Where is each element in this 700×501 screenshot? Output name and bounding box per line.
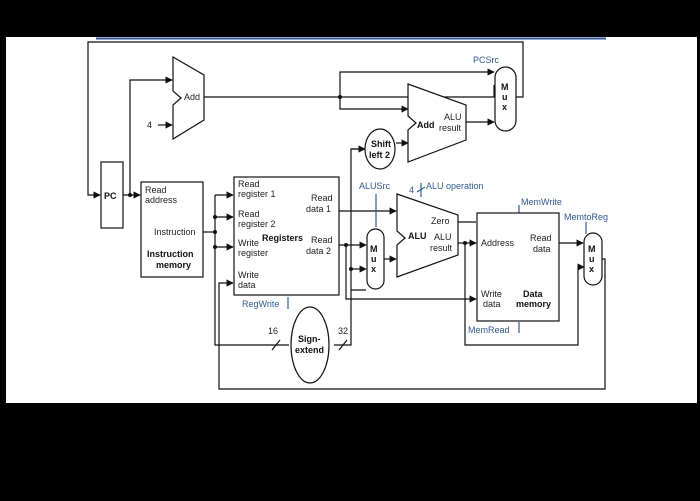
dm-title-1: Data: [523, 289, 544, 299]
im-instruction: Instruction: [154, 227, 196, 237]
memtoreg-label: MemtoReg: [564, 212, 608, 222]
dm-address: Address: [481, 238, 515, 248]
reg-rr1-a: Read: [238, 179, 260, 189]
im-read-addr-1: Read: [145, 185, 167, 195]
svg-text:u: u: [589, 254, 595, 264]
shift-left-2: [364, 128, 396, 170]
add-adder: [172, 55, 205, 141]
dm-read-data-2: data: [533, 244, 551, 254]
sign-extend: [290, 306, 330, 384]
im-title-2: memory: [156, 260, 191, 270]
mux-memtoreg: M u x: [583, 232, 603, 286]
sign-extend-2: extend: [295, 345, 324, 355]
svg-text:M: M: [370, 244, 378, 254]
mux-pcsrc: M u x: [494, 66, 517, 132]
alu-operation-label: ALU operation: [426, 181, 484, 191]
branch-alu-2: result: [439, 123, 462, 133]
datapath-wires: [87, 41, 606, 390]
alusrc-label: ALUSrc: [359, 181, 391, 191]
svg-text:u: u: [502, 92, 508, 102]
svg-text:x: x: [589, 264, 594, 274]
diagram-canvas: PC Add 4 Read address Instruction Instru…: [6, 37, 697, 403]
reg-wr-a: Write: [238, 238, 259, 248]
dm-title-2: memory: [516, 299, 551, 309]
four-constant: 4: [147, 120, 152, 130]
main-alu: [396, 193, 459, 278]
alu-op-bits: 4: [409, 185, 414, 195]
svg-text:M: M: [501, 82, 509, 92]
branch-add-label: Add: [417, 120, 435, 130]
dm-read-data-1: Read: [530, 233, 552, 243]
instruction-memory: [140, 181, 204, 278]
reg-rd1-b: data 1: [306, 204, 331, 214]
register-file: [233, 176, 340, 296]
pcsrc-label: PCSrc: [473, 55, 500, 65]
reg-rd1-a: Read: [311, 193, 333, 203]
memwrite-label: MemWrite: [521, 197, 562, 207]
svg-text:M: M: [588, 244, 596, 254]
memread-label: MemRead: [468, 325, 510, 335]
reg-wd-a: Write: [238, 270, 259, 280]
sign-in-bits: 16: [268, 326, 278, 336]
shift-2: left 2: [369, 150, 390, 160]
dm-write-data-1: Write: [481, 289, 502, 299]
branch-alu-1: ALU: [444, 112, 462, 122]
reg-rd2-a: Read: [311, 235, 333, 245]
pc-label: PC: [104, 191, 117, 201]
reg-wd-b: data: [238, 280, 256, 290]
im-read-addr-2: address: [145, 195, 178, 205]
reg-rr2-b: register 2: [238, 219, 276, 229]
add-adder-label: Add: [184, 92, 200, 102]
regwrite-label: RegWrite: [242, 299, 279, 309]
datapath-diagram: PC Add 4 Read address Instruction Instru…: [87, 37, 608, 390]
svg-text:u: u: [371, 254, 377, 264]
control-wires: [287, 67, 587, 333]
alu-zero: Zero: [431, 216, 450, 226]
branch-adder: [407, 83, 467, 163]
svg-text:x: x: [502, 102, 507, 112]
im-title-1: Instruction: [147, 249, 194, 259]
sign-extend-1: Sign-: [298, 334, 321, 344]
mux-alusrc: M u x: [366, 228, 385, 290]
dm-write-data-2: data: [483, 299, 501, 309]
pc-register: [100, 161, 124, 229]
data-memory: [476, 212, 560, 322]
alu-result-2: result: [430, 243, 453, 253]
reg-rr1-b: register 1: [238, 189, 276, 199]
reg-wr-b: register: [238, 248, 268, 258]
sign-out-bits: 32: [338, 326, 348, 336]
alu-title: ALU: [408, 231, 427, 241]
alu-result-1: ALU: [434, 232, 452, 242]
shift-1: Shift: [371, 139, 391, 149]
reg-title: Registers: [262, 233, 303, 243]
reg-rr2-a: Read: [238, 209, 260, 219]
svg-text:x: x: [371, 264, 376, 274]
reg-rd2-b: data 2: [306, 246, 331, 256]
